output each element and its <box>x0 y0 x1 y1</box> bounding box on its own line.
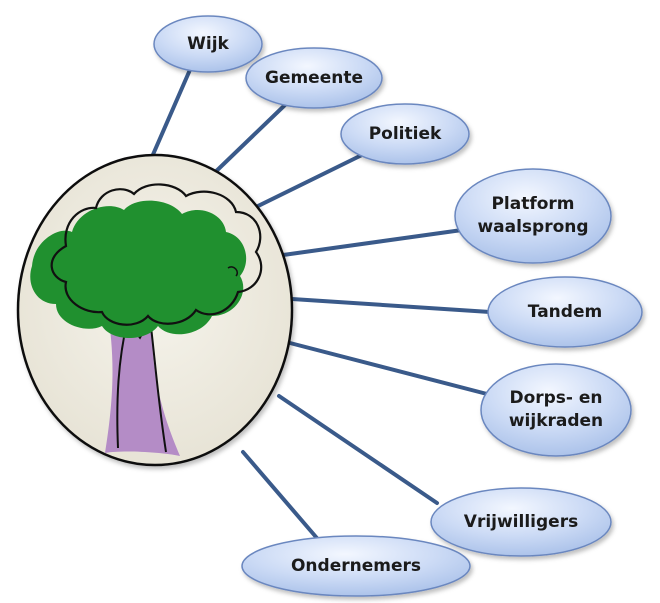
connector-tandem <box>290 297 492 314</box>
node-dorps-en-wijkraden <box>480 363 632 457</box>
connector-lines <box>146 54 492 546</box>
node-wijk <box>153 15 263 73</box>
connector-vrijwilligers <box>277 394 439 505</box>
tree-icon <box>30 183 263 456</box>
node-politiek <box>340 103 470 165</box>
node-tandem <box>487 276 643 348</box>
connector-gemeente <box>205 102 288 182</box>
diagram-nodes <box>153 15 643 597</box>
connector-politiek <box>248 150 370 212</box>
node-gemeente <box>245 47 383 109</box>
node-platform-waalsprong <box>454 168 612 264</box>
connector-wijk <box>146 54 198 168</box>
node-ondernemers <box>241 535 471 597</box>
connector-dorps-en-wijkraden <box>288 341 489 396</box>
connector-platform-waalsprong <box>274 228 464 258</box>
connector-ondernemers <box>241 450 324 546</box>
node-vrijwilligers <box>430 487 612 557</box>
